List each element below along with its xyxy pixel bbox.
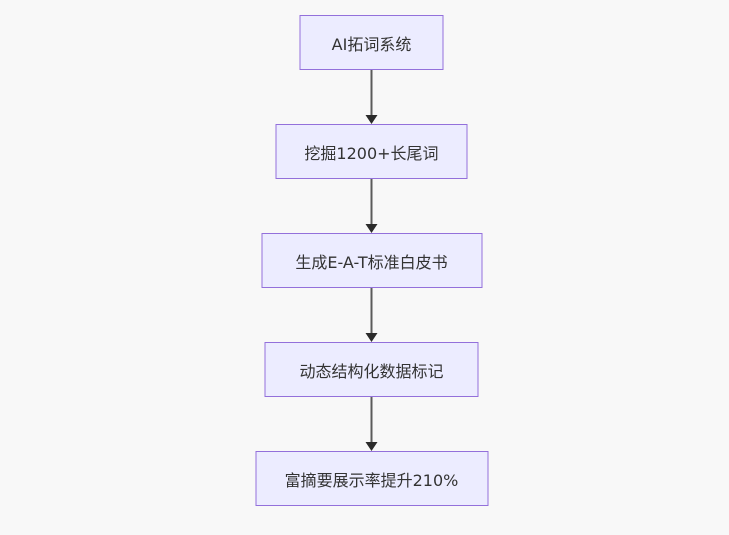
- arrow-line: [370, 179, 373, 224]
- arrow-line: [370, 70, 373, 115]
- flowchart-node-longtail-keywords: 挖掘1200+长尾词: [275, 124, 468, 179]
- flowchart-node-structured-data: 动态结构化数据标记: [264, 342, 479, 397]
- flowchart: AI拓词系统 挖掘1200+长尾词 生成E-A-T标准白皮书 动态结构化数据标记: [255, 15, 488, 506]
- flowchart-node-rich-snippet-rate: 富摘要展示率提升210%: [255, 451, 488, 506]
- flow-arrow-1: [365, 70, 378, 124]
- node-label: 挖掘1200+长尾词: [304, 143, 439, 163]
- flow-arrow-2: [365, 179, 378, 233]
- flowchart-node-eat-whitepaper: 生成E-A-T标准白皮书: [261, 233, 482, 288]
- arrow-line: [370, 288, 373, 333]
- flowchart-node-ai-word-system: AI拓词系统: [299, 15, 444, 70]
- node-label: 生成E-A-T标准白皮书: [295, 252, 448, 272]
- node-label: 富摘要展示率提升210%: [284, 470, 459, 490]
- arrowhead-down-icon: [365, 442, 378, 451]
- arrowhead-down-icon: [365, 115, 378, 124]
- arrowhead-down-icon: [365, 333, 378, 342]
- arrow-line: [370, 397, 373, 442]
- node-label: AI拓词系统: [331, 34, 412, 54]
- flow-arrow-4: [365, 397, 378, 451]
- flow-arrow-3: [365, 288, 378, 342]
- node-label: 动态结构化数据标记: [299, 361, 444, 381]
- arrowhead-down-icon: [365, 224, 378, 233]
